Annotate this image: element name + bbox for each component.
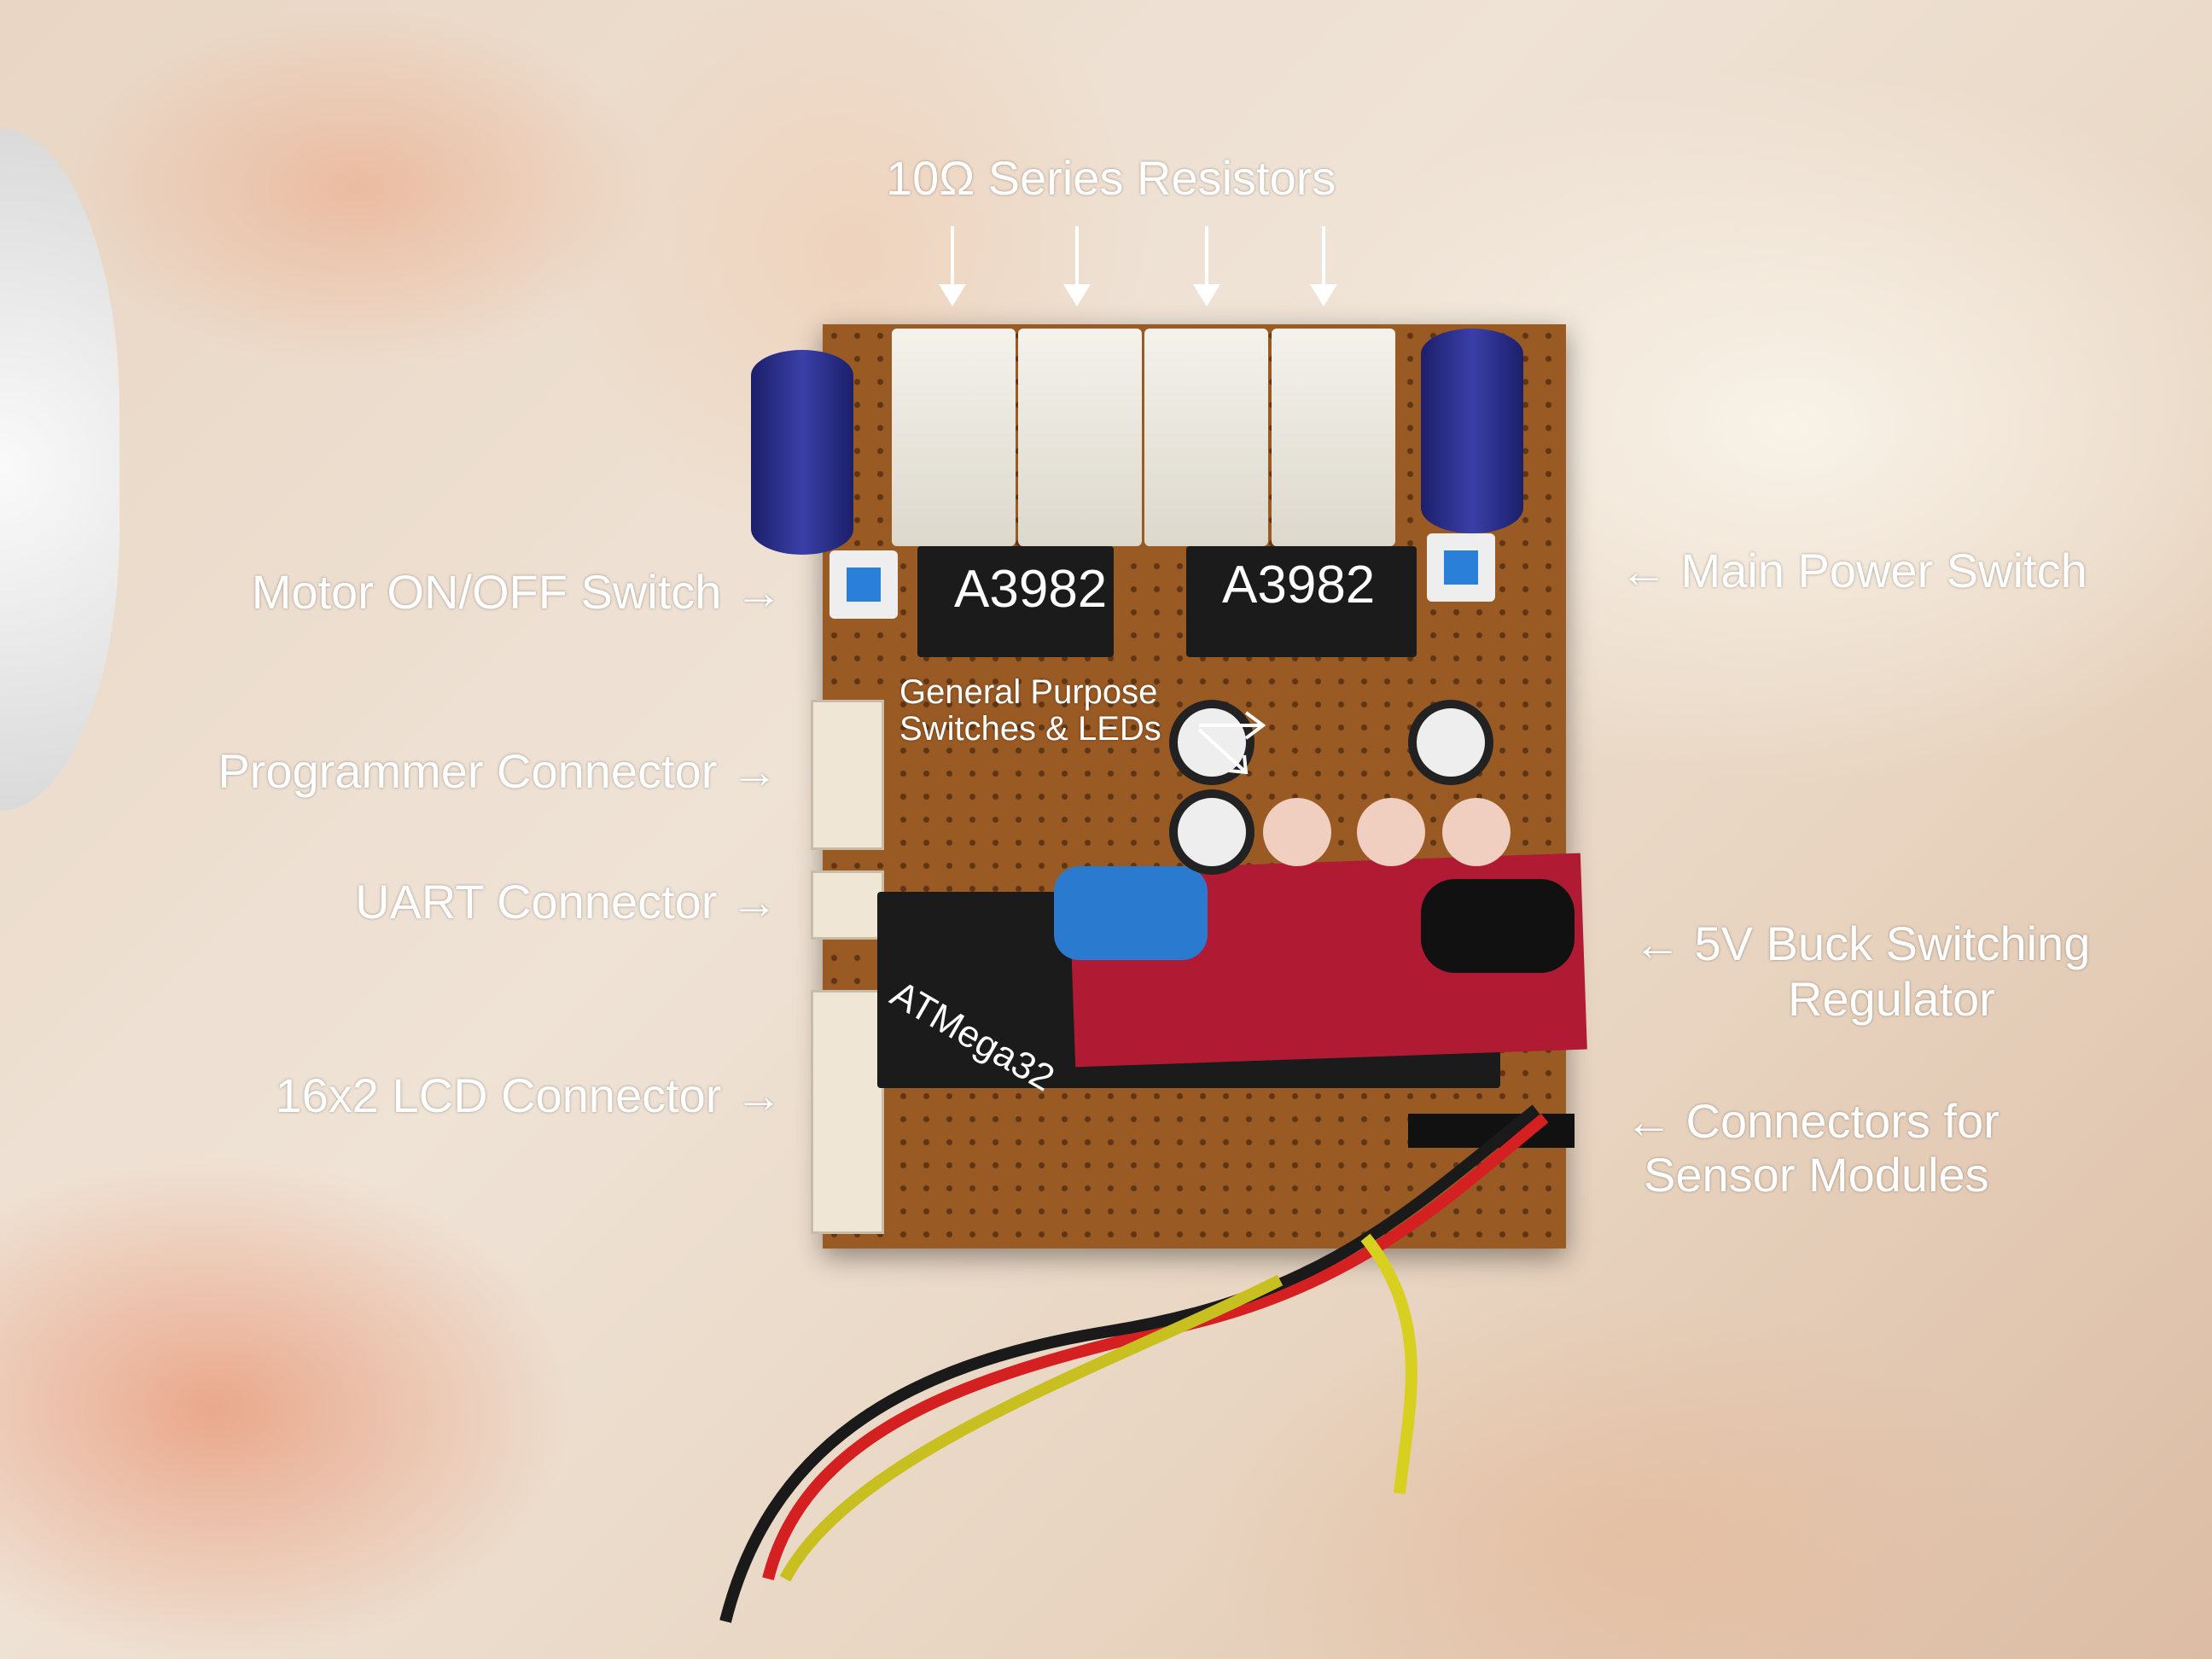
pushbutton: [1169, 789, 1254, 875]
arrow-down-icon: [1310, 226, 1337, 306]
lcd-header: [811, 990, 884, 1234]
a3982-chip-1: [917, 546, 1114, 657]
label-motor-switch: Motor ON/OFF Switch →: [251, 565, 783, 619]
capacitor-left: [751, 350, 853, 555]
label-sensor-connectors-1: ← Connectors for: [1625, 1094, 2000, 1148]
label-general-purpose-1: General Purpose: [899, 673, 1158, 711]
chip-label-a3982-1: A3982: [954, 560, 1108, 619]
blue-capacitor: [1054, 866, 1208, 960]
label-general-purpose-2: Switches & LEDs: [899, 710, 1161, 748]
arrows-to-switches-icon: [1197, 711, 1266, 775]
led: [1263, 798, 1331, 866]
uart-header: [811, 870, 884, 940]
label-programmer-connector: Programmer Connector →: [218, 744, 778, 798]
label-buck-regulator-2: Regulator: [1788, 972, 1995, 1026]
chip-label-a3982-2: A3982: [1222, 556, 1376, 614]
resistor: [892, 329, 1016, 546]
led: [1442, 798, 1511, 866]
arrow-down-icon: [1193, 226, 1220, 306]
resistor: [1144, 329, 1268, 546]
resistor: [1272, 329, 1395, 546]
label-buck-regulator-1: ← 5V Buck Switching: [1633, 917, 2091, 970]
led: [1357, 798, 1425, 866]
label-main-power-switch: ← Main Power Switch: [1620, 544, 2087, 597]
label-sensor-connectors-2: Sensor Modules: [1644, 1148, 1989, 1202]
pushbutton: [1408, 700, 1493, 785]
a3982-chip-2: [1186, 546, 1417, 657]
resistor: [1018, 329, 1142, 546]
regulator-capacitor: [1421, 879, 1575, 973]
label-lcd-connector: 16x2 LCD Connector →: [275, 1068, 783, 1122]
motor-switch: [830, 550, 898, 619]
label-series-resistors: 10Ω Series Resistors: [886, 151, 1336, 205]
capacitor-right: [1421, 329, 1523, 533]
programmer-header: [811, 700, 884, 850]
arrow-down-icon: [939, 226, 966, 306]
main-power-switch: [1427, 533, 1495, 602]
label-uart-connector: UART Connector →: [355, 875, 778, 928]
arrow-down-icon: [1063, 226, 1091, 306]
